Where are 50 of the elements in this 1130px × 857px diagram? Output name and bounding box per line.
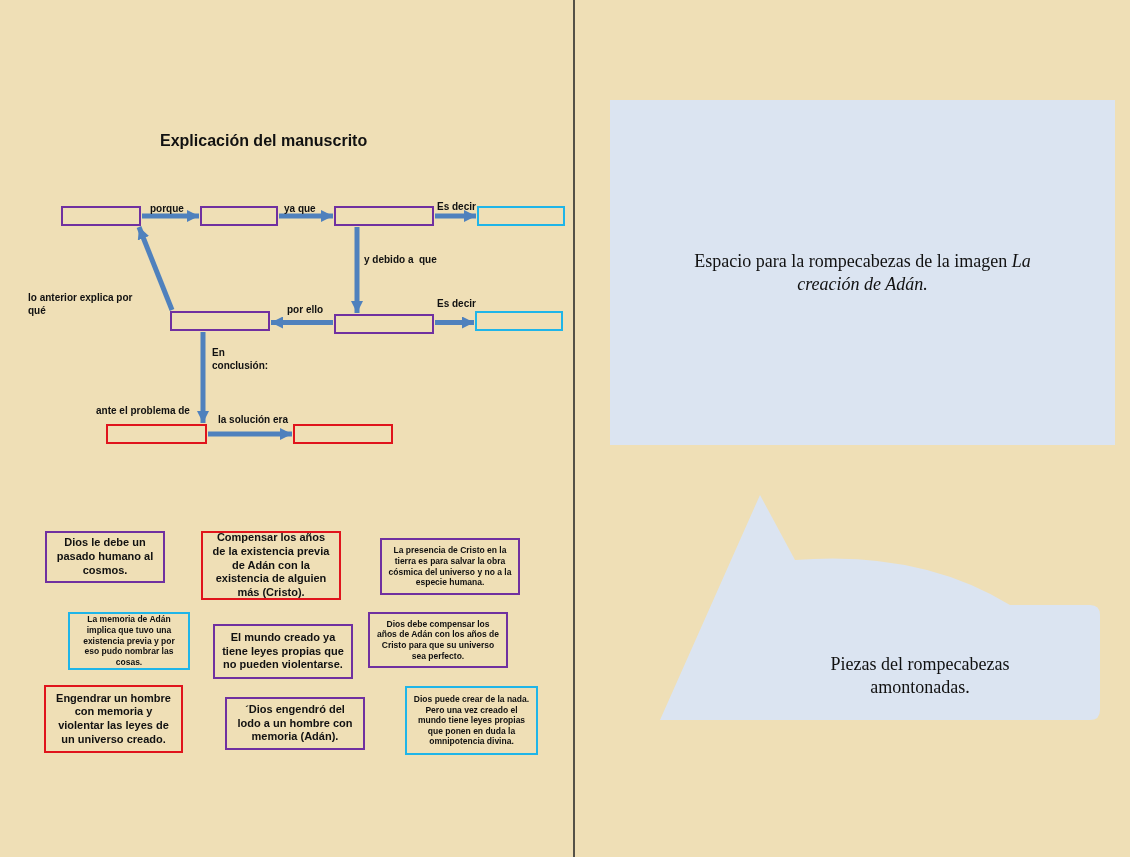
answer-card [45,531,165,583]
arrow [351,227,363,313]
answer-card [368,612,508,668]
answer-box [334,314,434,334]
edge-label: por ello [287,303,324,316]
arrow [136,226,175,311]
answer-card [68,612,190,670]
pieces-area [660,495,1100,720]
edge-label: ya que [284,202,316,215]
edge-label: En conclusión: [212,346,270,372]
edge-label: Es decir [437,297,476,310]
answer-box [334,206,434,226]
edge-label: y debido a que [364,253,437,266]
node-text: Dios le debe un pasado humano al cosmos. [55,536,155,578]
arrow [279,210,333,222]
arrow [197,332,209,423]
answer-box [293,424,393,444]
arrow [435,210,476,222]
edge-label: porque [150,202,184,215]
node-text: Engendrar un hombre con memoria y violentar las leyes de un universo creado. [55,691,172,747]
answer-box [61,206,141,226]
node-text: Dios debe compensar los años de Adán con los años de Cristo para que su universo sea perfecto. [376,618,500,662]
answer-box [106,424,207,444]
node-text: ´Dios engendró del lodo a un hombre con memoria (Adán). [236,702,354,745]
answer-card [225,697,365,750]
edge-label: la solución era [218,413,289,426]
answer-box [477,206,565,226]
node-text: La presencia de Cristo en la tierra es para salvar la obra cósmica del universo y no a la especie humana. [388,545,512,588]
box-caption: ante el problema de [96,404,190,417]
arrow [271,316,333,329]
edge-label: Es decir [437,200,476,213]
node-text: Dios puede crear de la nada. Pero una vez creado el mundo tiene leyes propias que ponen en duda la omnipotencia divina. [413,693,530,748]
answer-card [405,686,538,755]
answer-box [200,206,278,226]
edge-label: lo anterior explica por qué [28,291,134,317]
answer-card [44,685,183,753]
diagram-title: Explicación del manuscrito [160,132,368,150]
node-text: La memoria de Adán implica que tuvo una existencia previa y por eso pudo nombrar las cosas. [82,614,176,668]
answer-card [213,624,353,679]
arrow [435,316,474,329]
answer-box [475,311,563,331]
node-text: Espacio para la rompecabezas de la imagen La creación de Adán. [693,250,1032,295]
answer-box [170,311,270,331]
node-text: Piezas del rompecabezas amontonadas. [829,653,1011,698]
arrow [208,428,292,440]
puzzle-area [610,100,1115,445]
node-text: El mundo creado ya tiene leyes propias que no pueden violentarse. [221,630,345,673]
answer-card [380,538,520,595]
arrow [142,210,199,222]
node-text: Compensar los años de la existencia previa de Adán con la existencia de alguien más (Cristo). [211,531,331,600]
